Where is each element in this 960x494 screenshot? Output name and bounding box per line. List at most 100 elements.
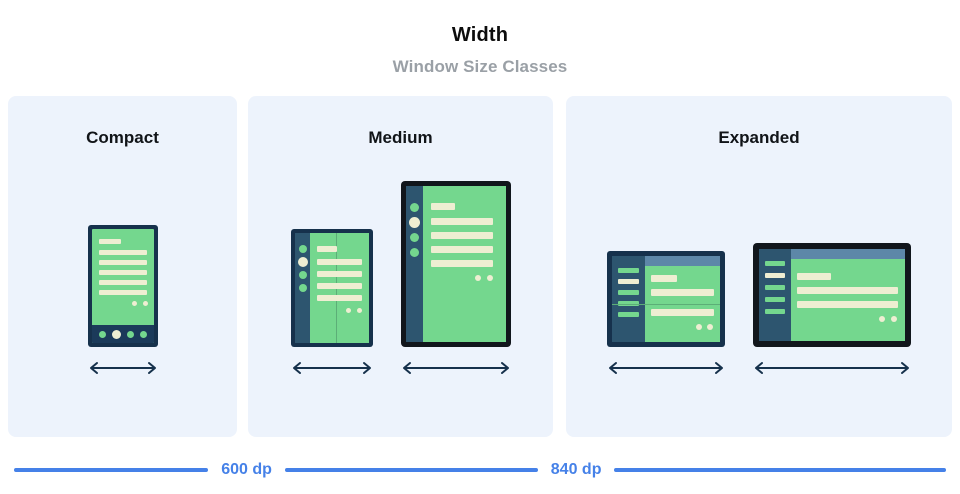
- content-line: [98, 239, 121, 244]
- device-column-tablet-portrait: [400, 181, 511, 437]
- content-dot: [879, 316, 885, 322]
- rail-line: [765, 297, 785, 302]
- panel-label-medium: Medium: [368, 128, 433, 147]
- navbar-dot: [126, 331, 134, 338]
- navigation-rail: [612, 256, 645, 342]
- scale-rule-compact: [14, 468, 209, 472]
- tablet-portrait-screen: [405, 186, 506, 342]
- content-dot: [356, 308, 362, 313]
- content-dot: [142, 301, 148, 306]
- device-column-phone: [87, 225, 158, 437]
- width-arrow-tablet-portrait: [401, 361, 511, 375]
- panel-compact: Compact: [8, 96, 237, 437]
- panel-expanded: Expanded: [566, 96, 952, 437]
- scale-rule-medium-left: [284, 468, 538, 472]
- double-headed-horizontal-arrow-icon: [609, 362, 723, 374]
- content-line: [797, 301, 898, 308]
- device-stage-compact: [8, 167, 237, 437]
- content-line: [430, 246, 493, 253]
- size-class-panels: Compact: [8, 96, 952, 437]
- content-line: [316, 295, 362, 301]
- scale-rule-expanded: [614, 468, 946, 472]
- panel-medium: Medium: [248, 96, 553, 437]
- navigation-rail: [759, 249, 791, 341]
- content-line: [98, 250, 147, 255]
- device-phone-portrait: [87, 225, 158, 347]
- content-line: [430, 260, 493, 267]
- device-stage-expanded: [566, 167, 952, 437]
- width-arrow-foldable-landscape: [607, 361, 725, 375]
- foldable-portrait-screen: [294, 233, 369, 343]
- double-headed-horizontal-arrow-icon: [755, 362, 909, 374]
- width-arrow-phone: [88, 361, 158, 375]
- content-line: [316, 283, 362, 289]
- content-line: [797, 287, 898, 294]
- device-tablet-landscape: [753, 243, 911, 347]
- rail-line: [618, 301, 639, 306]
- content-line: [98, 270, 147, 275]
- content-line: [797, 273, 831, 280]
- content-line: [651, 275, 677, 282]
- phone-bottom-navbar: [91, 325, 154, 343]
- panel-label-expanded: Expanded: [718, 128, 800, 147]
- rail-dot: [298, 284, 307, 292]
- content-line: [98, 280, 147, 285]
- navigation-rail: [405, 186, 423, 342]
- device-column-tablet-landscape: [753, 243, 911, 437]
- content-dot: [474, 275, 481, 281]
- content-line: [430, 218, 493, 225]
- content-line: [316, 271, 362, 277]
- device-tablet-portrait: [400, 181, 511, 347]
- rail-line: [765, 285, 785, 290]
- device-foldable-portrait: [290, 229, 373, 347]
- rail-dot: [409, 233, 419, 242]
- device-column-foldable-landscape: [607, 251, 725, 437]
- device-foldable-landscape: [607, 251, 725, 347]
- content-dot: [891, 316, 897, 322]
- navigation-rail: [294, 233, 310, 343]
- rail-dot: [298, 245, 307, 253]
- phone-screen: [91, 229, 154, 343]
- tablet-landscape-screen: [759, 249, 905, 341]
- rail-line-active: [765, 273, 785, 278]
- content-dot: [345, 308, 351, 313]
- double-headed-horizontal-arrow-icon: [292, 362, 371, 374]
- diagram-header: Width Window Size Classes: [0, 0, 960, 95]
- width-arrow-foldable-portrait: [291, 361, 373, 375]
- width-arrow-tablet-landscape: [753, 361, 911, 375]
- fold-crease: [612, 304, 720, 305]
- content-dot: [486, 275, 493, 281]
- rail-line: [618, 268, 639, 273]
- content-dot: [696, 324, 702, 330]
- navbar-dot-active: [111, 330, 121, 339]
- content-line: [651, 309, 714, 316]
- navbar-dot: [139, 331, 147, 338]
- content-dot: [707, 324, 713, 330]
- rail-line: [618, 290, 639, 295]
- rail-dot-active: [297, 257, 308, 267]
- foldable-landscape-screen: [612, 256, 720, 342]
- content-dot: [131, 301, 137, 306]
- double-headed-horizontal-arrow-icon: [402, 362, 509, 374]
- device-column-foldable-portrait: [290, 229, 373, 437]
- page-subtitle: Window Size Classes: [392, 57, 568, 76]
- panel-label-compact: Compact: [86, 128, 159, 147]
- content-line: [430, 203, 455, 210]
- device-stage-medium: [248, 167, 553, 437]
- navbar-dot: [98, 331, 106, 338]
- breakpoint-scale-row: 600 dp 840 dp: [14, 459, 946, 481]
- rail-dot: [298, 271, 307, 279]
- content-line: [430, 232, 493, 239]
- breakpoint-label-600dp: 600 dp: [221, 461, 272, 478]
- rail-line: [765, 261, 785, 266]
- app-top-bar: [645, 256, 720, 266]
- content-line: [316, 259, 362, 265]
- page-title: Width: [451, 24, 509, 46]
- breakpoint-label-840dp: 840 dp: [550, 461, 602, 478]
- content-line: [316, 246, 337, 252]
- content-line: [651, 289, 714, 296]
- rail-dot-active: [408, 217, 420, 228]
- rail-line-active: [618, 279, 639, 284]
- rail-line: [618, 312, 639, 317]
